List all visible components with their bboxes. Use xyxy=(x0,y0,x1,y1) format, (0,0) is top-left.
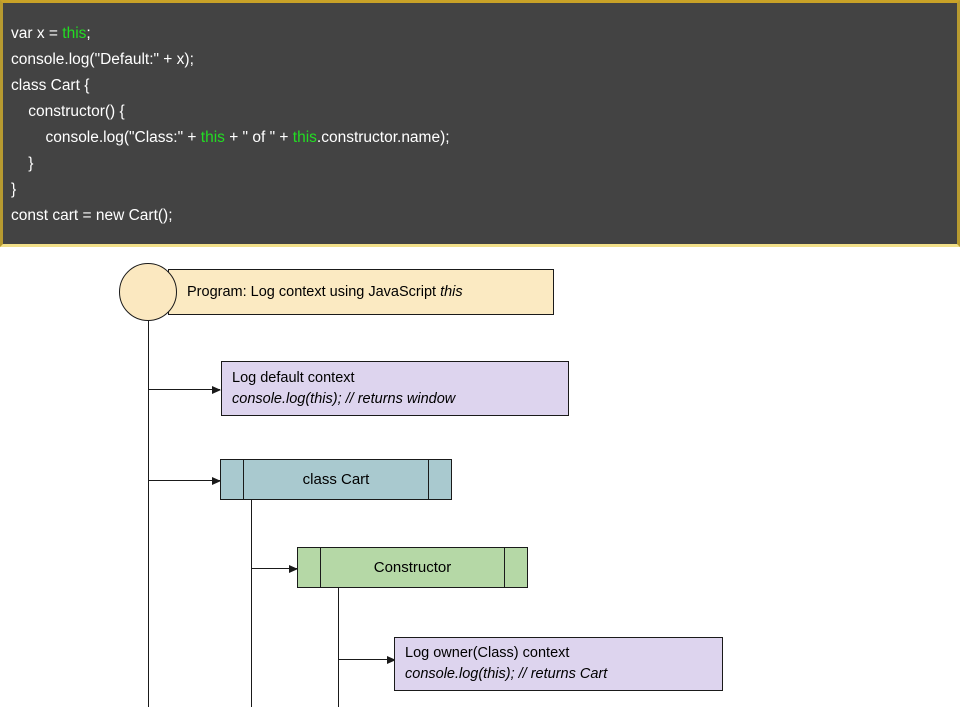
code-line-1: var x = this; xyxy=(11,21,953,47)
code-text: class Cart { xyxy=(11,77,90,94)
program-title-prefix: Program: Log context using JavaScript xyxy=(187,284,441,300)
program-title-keyword: this xyxy=(440,284,463,300)
code-line-6: } xyxy=(11,151,953,177)
code-text: constructor() { xyxy=(11,103,125,120)
code-line-4: constructor() { xyxy=(11,99,953,125)
lifeline-constructor xyxy=(338,588,339,707)
code-text: const cart = new Cart(); xyxy=(11,207,173,224)
log-owner-context-line1: Log owner(Class) context xyxy=(405,645,570,661)
frame-bar-left-icon xyxy=(243,460,244,499)
lifeline-class-cart xyxy=(251,500,252,707)
code-text: + " of " + xyxy=(224,129,293,146)
code-line-2: console.log("Default:" + x); xyxy=(11,47,953,73)
code-line-7: } xyxy=(11,177,953,203)
code-text: console.log("Default:" + x); xyxy=(11,51,194,68)
code-keyword-this: this xyxy=(292,129,317,146)
code-line-8: const cart = new Cart(); xyxy=(11,203,953,229)
code-keyword-this: this xyxy=(200,129,225,146)
frame-bar-left-icon xyxy=(320,548,321,587)
constructor-label: Constructor xyxy=(373,559,452,576)
frame-bar-right-icon xyxy=(504,548,505,587)
log-owner-context-line2: console.log(this); // returns Cart xyxy=(405,666,608,682)
log-default-context-box[interactable]: Log default context console.log(this); /… xyxy=(221,361,569,416)
class-cart-label: class Cart xyxy=(302,471,370,488)
log-default-context-line2: console.log(this); // returns window xyxy=(232,390,456,407)
code-text: } xyxy=(11,181,17,198)
lifeline-program xyxy=(148,321,149,707)
code-text: } xyxy=(11,155,34,172)
code-text: ; xyxy=(86,25,91,42)
arrow-to-class-cart xyxy=(148,476,221,485)
start-circle-icon xyxy=(119,263,177,321)
program-title-label: Program: Log context using JavaScript th… xyxy=(187,284,463,300)
code-line-3: class Cart { xyxy=(11,73,953,99)
log-owner-context-box[interactable]: Log owner(Class) context console.log(thi… xyxy=(394,637,723,691)
code-panel: var x = this; console.log("Default:" + x)… xyxy=(0,0,960,247)
arrow-to-log-owner-context xyxy=(338,655,396,664)
code-listing: var x = this; console.log("Default:" + x)… xyxy=(11,21,953,229)
code-line-5: console.log("Class:" + this + " of " + t… xyxy=(11,125,953,151)
arrow-to-constructor xyxy=(251,564,298,573)
frame-bar-right-icon xyxy=(428,460,429,499)
program-title-box[interactable]: Program: Log context using JavaScript th… xyxy=(168,269,554,315)
log-default-context-line1: Log default context xyxy=(232,369,355,386)
arrow-to-log-default-context xyxy=(148,385,221,394)
diagram-canvas: Program: Log context using JavaScript th… xyxy=(0,247,960,720)
code-keyword-this: this xyxy=(62,25,87,42)
code-text: console.log("Class:" + xyxy=(11,129,201,146)
code-text: var x = xyxy=(11,25,63,42)
code-text: .constructor.name); xyxy=(316,129,450,146)
class-cart-box[interactable]: class Cart xyxy=(220,459,452,500)
constructor-box[interactable]: Constructor xyxy=(297,547,528,588)
